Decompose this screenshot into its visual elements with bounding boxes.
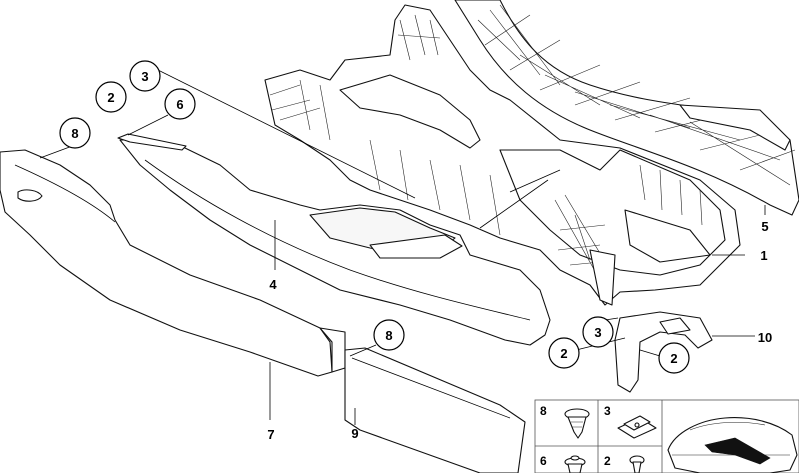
callout-8-left: 8 [59,117,91,149]
svg-text:8: 8 [71,126,78,141]
svg-text:2: 2 [107,90,114,105]
inset-fastener-box: 8 3 6 2 [534,399,799,473]
svg-text:8: 8 [385,328,392,343]
inset-label-2: 2 [604,454,611,468]
svg-text:3: 3 [594,325,601,340]
svg-text:6: 6 [176,97,183,112]
callout-6: 6 [164,88,196,120]
svg-text:2: 2 [670,351,677,366]
svg-text:2: 2 [560,346,567,361]
part-7-side-panel [0,149,346,377]
part-1-support-frame [264,4,741,306]
inset-label-8: 8 [540,404,547,418]
part-9-side-panel [344,347,526,473]
console-highlight-icon [704,437,771,465]
callout-8-bottom: 8 [373,319,405,351]
label-4: 4 [269,277,277,292]
callout-2-top: 2 [95,81,127,113]
speed-nut-icon [617,415,657,439]
car-location-thumbnail [667,417,798,473]
rivet-icon [564,455,586,473]
part-5-trim-rail [454,0,799,216]
part-10-bracket [614,311,713,393]
callout-2-bracket: 2 [658,342,690,374]
label-9: 9 [351,426,358,441]
inset-label-3: 3 [604,404,611,418]
callout-3-top: 3 [129,60,161,92]
label-5: 5 [761,219,768,234]
push-clip-icon [564,408,590,439]
label-10: 10 [758,330,772,345]
svg-text:3: 3 [141,69,148,84]
label-7: 7 [267,427,274,442]
callout-2-mid: 2 [548,337,580,369]
label-1: 1 [760,248,767,263]
callout-3-mid: 3 [582,316,614,348]
part-4-console-cover [119,139,551,346]
trim-strip [117,133,187,151]
inset-label-6: 6 [540,454,547,468]
screw-icon [629,455,645,473]
